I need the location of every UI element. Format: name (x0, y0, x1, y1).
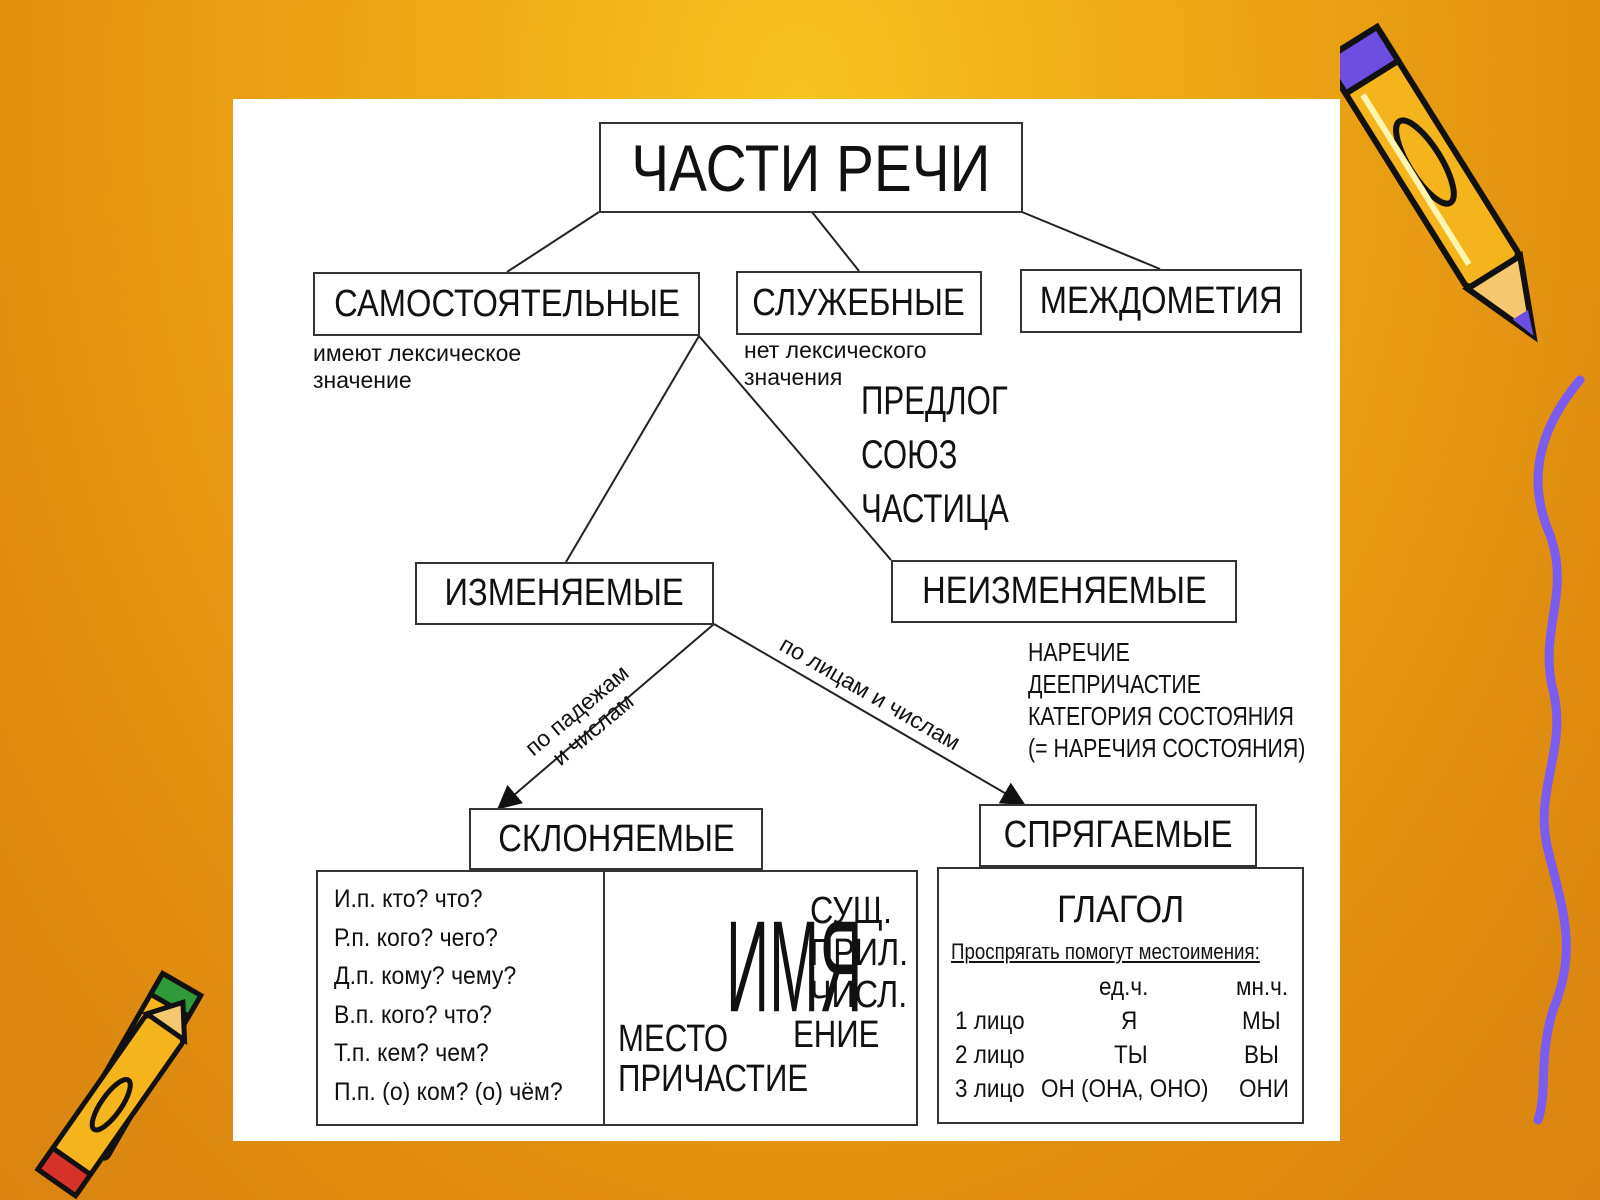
unchangeable-item: ДЕЕПРИЧАСТИЕ (1028, 669, 1201, 699)
unchangeable-item: НАРЕЧИЕ (1028, 637, 1130, 667)
verb-title: ГЛАГОЛ (1056, 889, 1185, 931)
name-kind: ЧИСЛ. (810, 974, 908, 1016)
auxiliary-label: СЛУЖЕБНЫЕ (752, 281, 966, 324)
independent-note: имеют лексическое значение (313, 340, 522, 393)
conjugable-label: СПРЯГАЕМЫЕ (1003, 814, 1233, 856)
person-cell: 2 лицо (955, 1041, 1025, 1069)
independent-box: САМОСТОЯТЕЛЬНЫЕ (313, 272, 700, 336)
name-kind: ПРИЛ. (810, 932, 909, 974)
case-row: В.п. кого? что? (334, 1000, 492, 1029)
edge-changeable-declinable (496, 623, 715, 810)
title-box: ЧАСТИ РЕЧИ (599, 122, 1023, 213)
unchangeable-items: НАРЕЧИЕ ДЕЕПРИЧАСТИЕ КАТЕГОРИЯ СОСТОЯНИЯ… (1028, 636, 1366, 764)
declinable-table: И.п. кто? что? Р.п. кого? чего? Д.п. ком… (316, 870, 918, 1126)
auxiliary-item: ПРЕДЛОГ (861, 379, 1008, 423)
auxiliary-box: СЛУЖЕБНЫЕ (736, 271, 982, 335)
pencils-bottom-left-icon (34, 969, 205, 1200)
case-row: И.п. кто? что? (334, 885, 483, 913)
changeable-label: ИЗМЕНЯЕМЫЕ (444, 572, 685, 614)
declinable-divider (603, 872, 605, 1124)
pencil-top-right-icon (1340, 22, 1538, 343)
squiggle-icon (1533, 375, 1585, 1125)
edge-independent-unchangeable (698, 335, 892, 561)
page-title: ЧАСТИ РЕЧИ (631, 130, 991, 205)
declinable-label: СКЛОНЯЕМЫЕ (497, 817, 735, 860)
plural-cell: ВЫ (1244, 1041, 1279, 1069)
auxiliary-item: ЧАСТИЦА (861, 487, 1009, 531)
pronoun-suffix: ЕНИЕ (793, 1014, 880, 1056)
declinable-box: СКЛОНЯЕМЫЕ (469, 808, 763, 870)
edge-title-independent (506, 211, 600, 273)
singular-cell: ОН (ОНА, ОНО) (1041, 1075, 1209, 1103)
participle: ПРИЧАСТИЕ (618, 1058, 809, 1100)
auxiliary-note: нет лексического значения (744, 337, 927, 390)
singular-cell: ТЫ (1114, 1041, 1148, 1069)
case-row: Т.п. кем? чем? (334, 1039, 489, 1067)
changeable-box: ИЗМЕНЯЕМЫЕ (415, 562, 714, 625)
interjections-label: МЕЖДОМЕТИЯ (1039, 279, 1283, 322)
conjugable-table: ГЛАГОЛ Проспрягать помогут местоимения: … (937, 867, 1304, 1124)
edge-title-interjections (1021, 211, 1161, 270)
conjugable-box: СПРЯГАЕМЫЕ (979, 804, 1257, 867)
person-cell: 3 лицо (955, 1075, 1025, 1103)
case-row: П.п. (о) ком? (о) чём? (334, 1077, 563, 1106)
name-kinds: СУЩ. ПРИЛ. ЧИСЛ. (810, 890, 925, 1016)
edge-changeable-conjugable (713, 623, 1026, 806)
interjections-box: МЕЖДОМЕТИЯ (1020, 269, 1302, 333)
edge-title-auxiliary (811, 211, 860, 272)
unchangeable-label: НЕИЗМЕНЯЕМЫЕ (921, 570, 1207, 612)
case-row: Д.п. кому? чему? (334, 962, 517, 990)
plural-cell: ОНИ (1239, 1075, 1289, 1103)
name-word: ИМЯ (726, 894, 863, 1040)
col-singular: ед.ч. (1099, 973, 1149, 1001)
auxiliary-items: ПРЕДЛОГ СОЮЗ ЧАСТИЦА (861, 374, 1050, 536)
person-cell: 1 лицо (955, 1007, 1025, 1035)
unchangeable-item: (= НАРЕЧИЯ СОСТОЯНИЯ) (1028, 733, 1306, 763)
plural-cell: МЫ (1242, 1007, 1281, 1035)
unchangeable-box: НЕИЗМЕНЯЕМЫЕ (891, 560, 1237, 623)
independent-label: САМОСТОЯТЕЛЬНЫЕ (333, 282, 680, 325)
conjugation-hint: Проспрягать помогут местоимения: (951, 939, 1260, 964)
singular-cell: Я (1121, 1007, 1138, 1035)
case-row: Р.п. кого? чего? (334, 923, 498, 952)
case-questions: И.п. кто? что? Р.п. кого? чего? Д.п. ком… (334, 880, 583, 1111)
name-kind: СУЩ. (810, 890, 893, 932)
auxiliary-item: СОЮЗ (861, 433, 958, 477)
unchangeable-item: КАТЕГОРИЯ СОСТОЯНИЯ (1028, 701, 1294, 731)
pronoun-prefix: МЕСТО (618, 1018, 729, 1060)
col-plural: мн.ч. (1236, 973, 1289, 1001)
edge-independent-changeable (565, 335, 700, 563)
